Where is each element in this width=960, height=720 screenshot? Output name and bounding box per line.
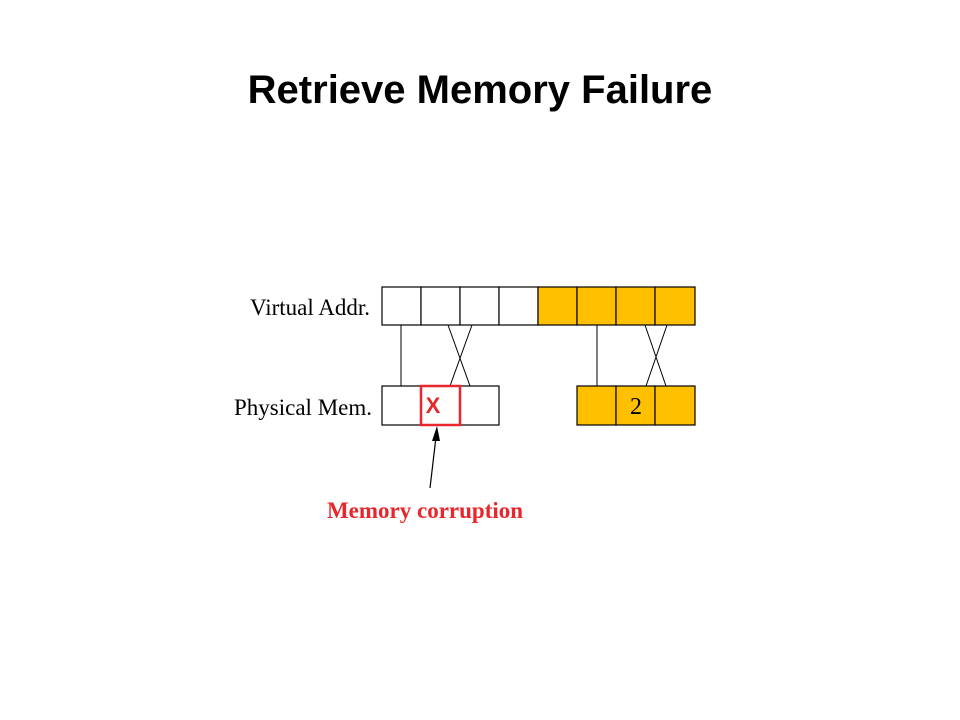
virtual-address-label: Virtual Addr. [250, 295, 370, 320]
virtual-page-highlighted [537, 286, 578, 326]
virtual-page [498, 286, 539, 326]
mapping-lines-right [596, 324, 668, 387]
mapping-line [644, 324, 667, 387]
virtual-address-row [381, 286, 696, 326]
frame-value: 2 [630, 394, 642, 420]
callout-arrow-head [432, 426, 440, 441]
physical-memory-label: Physical Mem. [234, 395, 372, 420]
mapping-line [449, 324, 473, 387]
mapping-line [447, 324, 471, 387]
failure-mark: X [426, 393, 441, 418]
physical-frame [459, 385, 500, 426]
virtual-page [420, 286, 461, 326]
virtual-page [381, 286, 422, 326]
virtual-page-highlighted [654, 286, 696, 326]
physical-frame-highlighted [654, 385, 696, 426]
callout-arrow [429, 426, 440, 489]
physical-memory-block-right: 2 [576, 385, 696, 426]
mapping-lines-left [400, 324, 473, 387]
virtual-page-highlighted [576, 286, 617, 326]
callout-arrow-shaft [429, 436, 437, 489]
virtual-page-highlighted [615, 286, 656, 326]
virtual-page [459, 286, 500, 326]
physical-frame-failed [419, 384, 462, 427]
physical-frame-highlighted [576, 385, 617, 426]
memory-corruption-callout: Memory corruption [327, 498, 523, 523]
physical-memory-block-left: X [381, 384, 500, 427]
physical-frame [381, 385, 422, 426]
slide-title: Retrieve Memory Failure [247, 68, 713, 112]
mapping-line [645, 324, 668, 387]
